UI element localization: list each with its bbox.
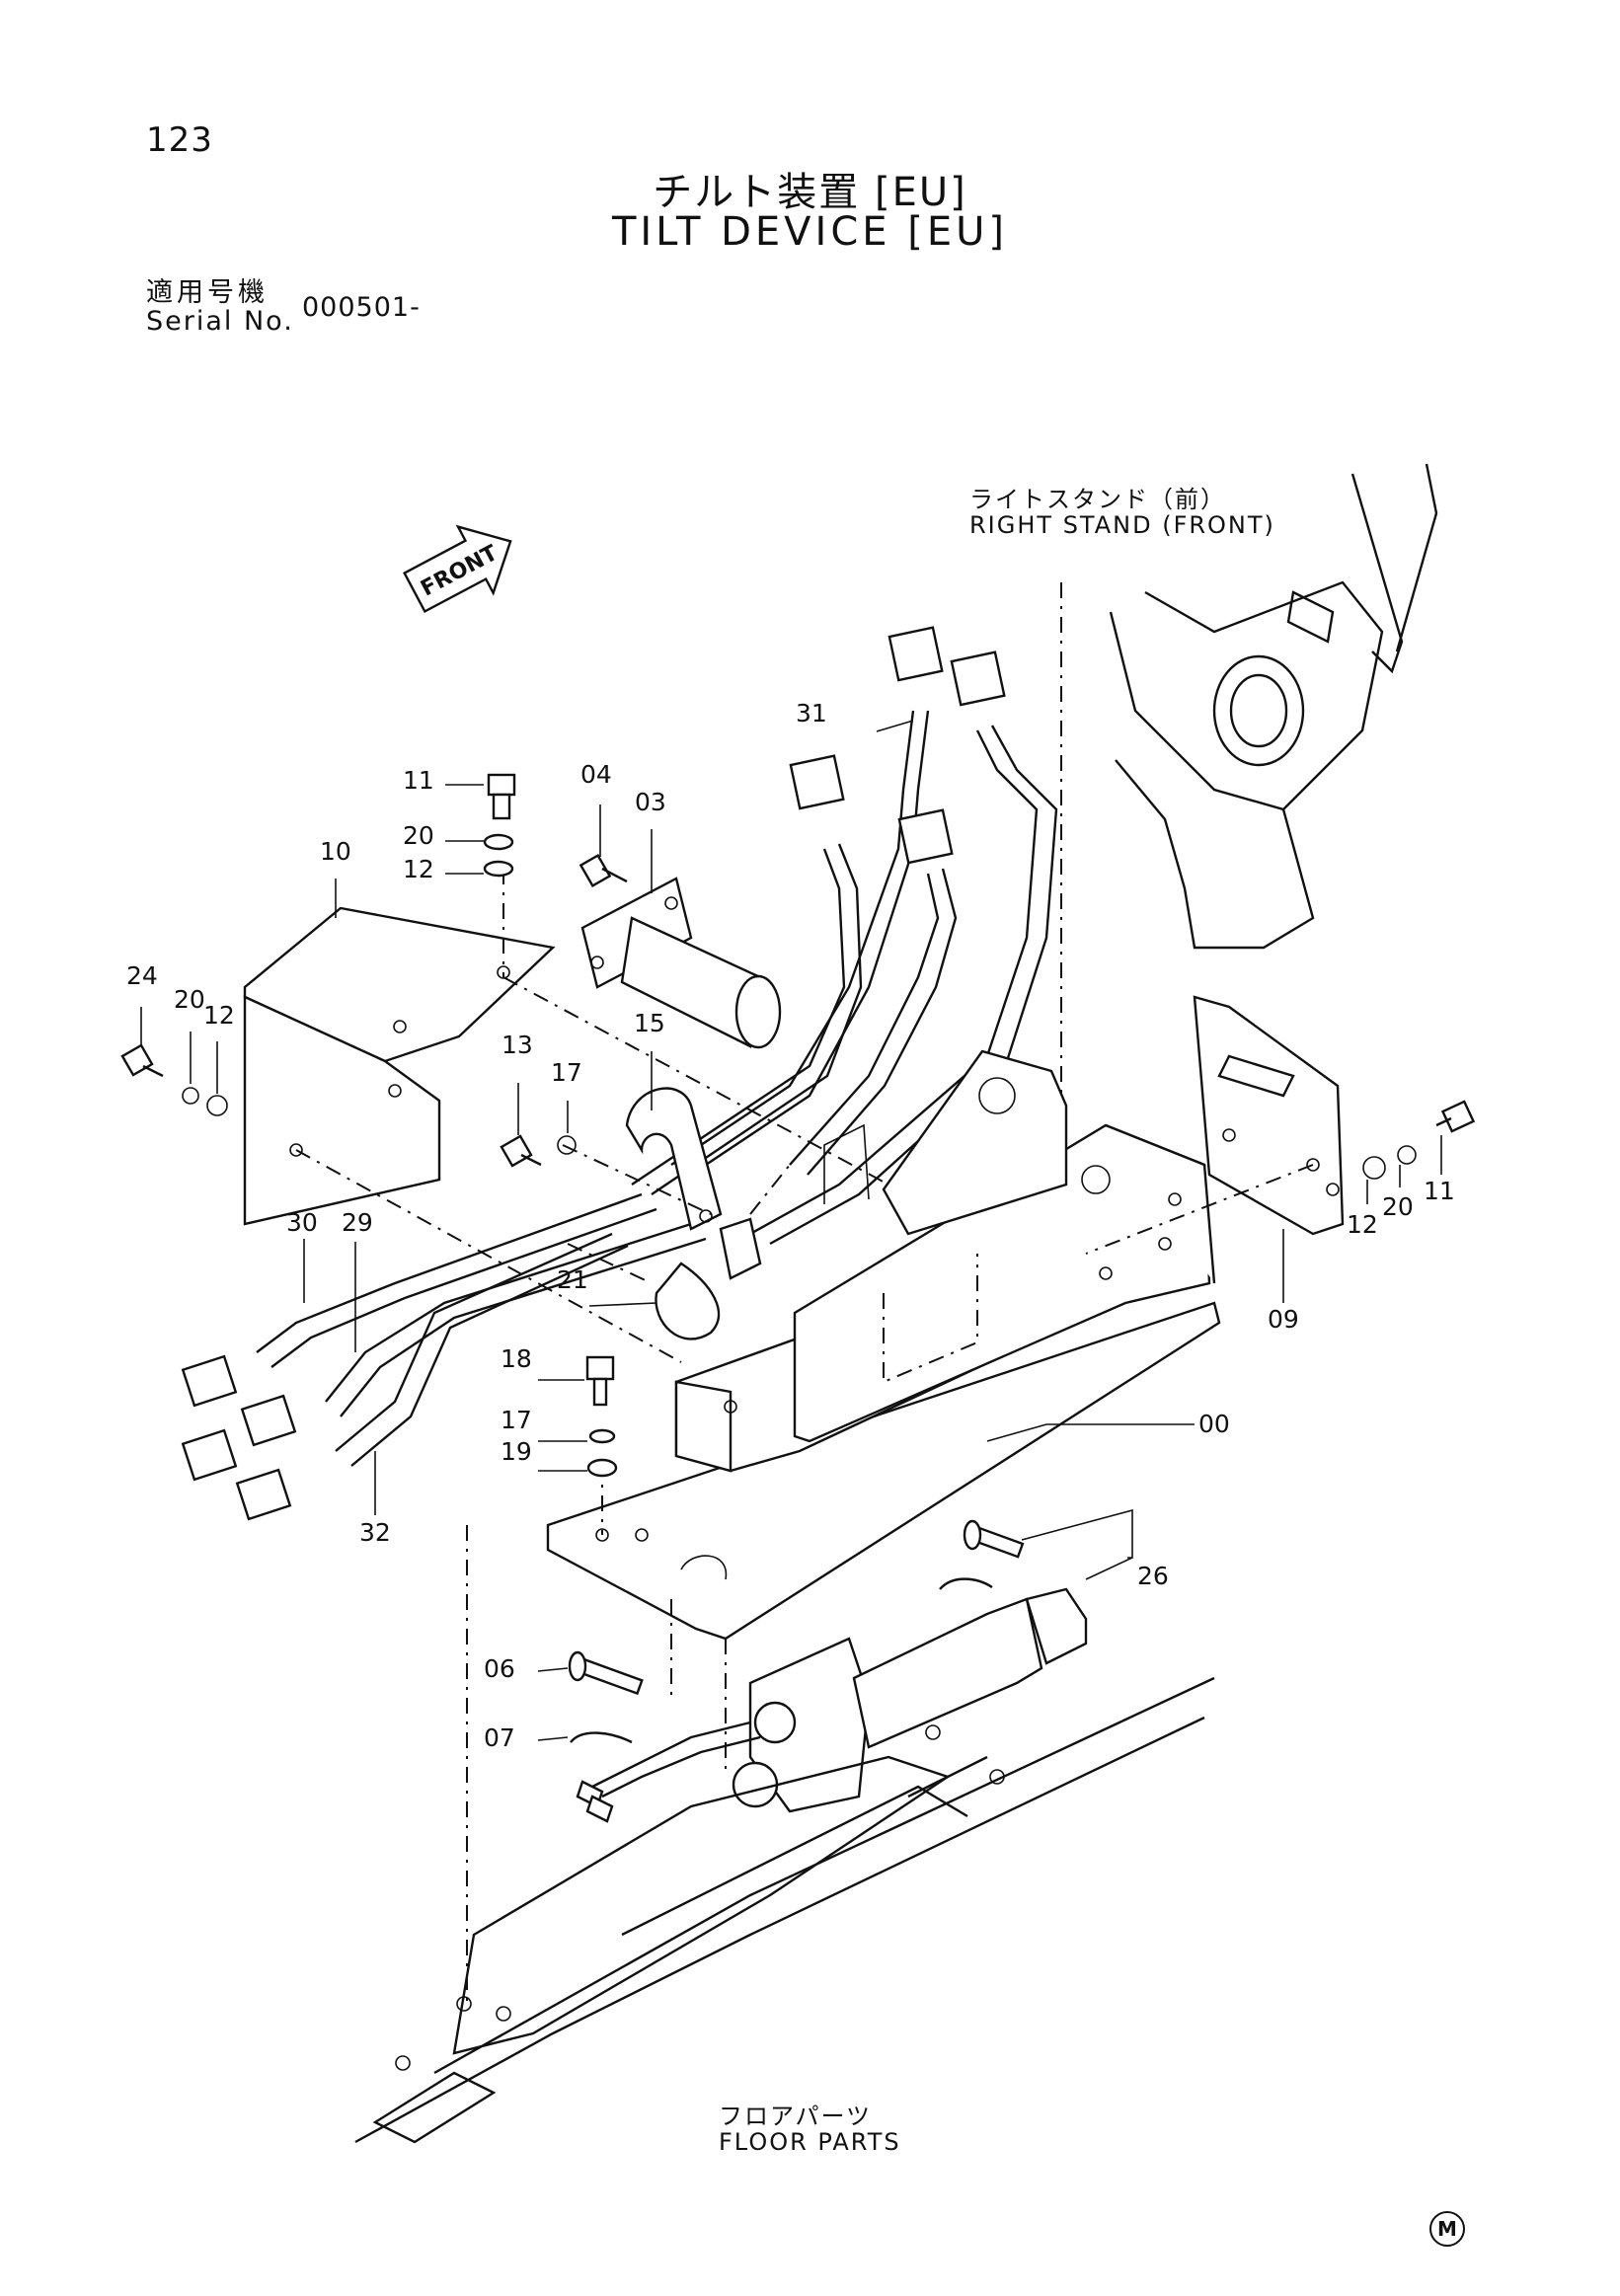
callout-15: 15 <box>634 1009 665 1037</box>
callout-20-upper: 20 <box>403 821 434 850</box>
floor-parts-label-en: FLOOR PARTS <box>719 2128 901 2156</box>
callout-18: 18 <box>501 1344 532 1373</box>
callout-12-right: 12 <box>1347 1210 1378 1239</box>
title-english: TILT DEVICE [EU] <box>611 209 1009 255</box>
callout-32: 32 <box>359 1518 391 1547</box>
callout-20-left: 20 <box>174 985 205 1014</box>
page-number: 123 <box>146 120 213 160</box>
callout-21: 21 <box>557 1265 588 1294</box>
right-stand-drawing <box>1060 463 1438 1125</box>
callout-19: 19 <box>501 1437 532 1466</box>
serial-number-value: 000501- <box>302 292 421 323</box>
clamp-part-21 <box>655 1217 762 1340</box>
callout-11-right: 11 <box>1424 1177 1455 1205</box>
callout-11-upper: 11 <box>403 766 434 795</box>
harness-part-31 <box>631 626 1058 1246</box>
callout-10: 10 <box>320 837 351 866</box>
callout-30: 30 <box>286 1208 318 1237</box>
pin-part-06 <box>568 1650 644 1696</box>
callout-04: 04 <box>580 760 612 789</box>
callout-20-right: 20 <box>1382 1192 1414 1221</box>
pin-part-03 <box>580 877 782 1049</box>
bracket-part-10 <box>243 906 556 1226</box>
serial-label-japanese: 適用号機 <box>146 277 269 308</box>
fastener-symbols <box>120 773 1476 1478</box>
clamp-part-15 <box>625 1087 723 1231</box>
callout-17-upper: 17 <box>551 1058 582 1087</box>
callout-13: 13 <box>501 1031 533 1059</box>
actuator-cylinder <box>576 1587 1088 1823</box>
right-stand-label-en: RIGHT STAND (FRONT) <box>969 511 1275 539</box>
harness-parts-29-30-32 <box>181 1192 707 1521</box>
right-stand-label-jp: ライトスタンド（前） <box>969 486 1226 513</box>
callout-03: 03 <box>635 788 666 816</box>
callout-31: 31 <box>796 699 827 727</box>
front-arrow-icon: FRONT <box>403 524 512 614</box>
callout-26: 26 <box>1137 1562 1169 1590</box>
callout-07: 07 <box>484 1723 515 1752</box>
callout-06: 06 <box>484 1654 515 1683</box>
callout-12-upper: 12 <box>403 855 434 883</box>
floor-parts-label-jp: フロアパーツ <box>719 2103 873 2130</box>
bracket-part-09 <box>1193 995 1345 1236</box>
pin-part-26 <box>939 1519 1025 1590</box>
callout-29: 29 <box>342 1208 373 1237</box>
callout-17-lower: 17 <box>501 1406 532 1434</box>
title-japanese: チルト装置 [EU] <box>653 170 967 215</box>
serial-label-english: Serial No. <box>146 306 294 337</box>
floor-parts-drawing <box>354 1676 1215 2144</box>
callout-24: 24 <box>126 961 158 990</box>
callout-00: 00 <box>1198 1410 1230 1438</box>
callout-12-left: 12 <box>203 1001 235 1030</box>
base-part-00 <box>546 1049 1221 1641</box>
callout-09: 09 <box>1268 1305 1299 1334</box>
pin-part-07 <box>570 1731 633 1744</box>
manufacturer-mark: M <box>1429 2211 1465 2247</box>
leader-lines <box>140 720 1442 1741</box>
